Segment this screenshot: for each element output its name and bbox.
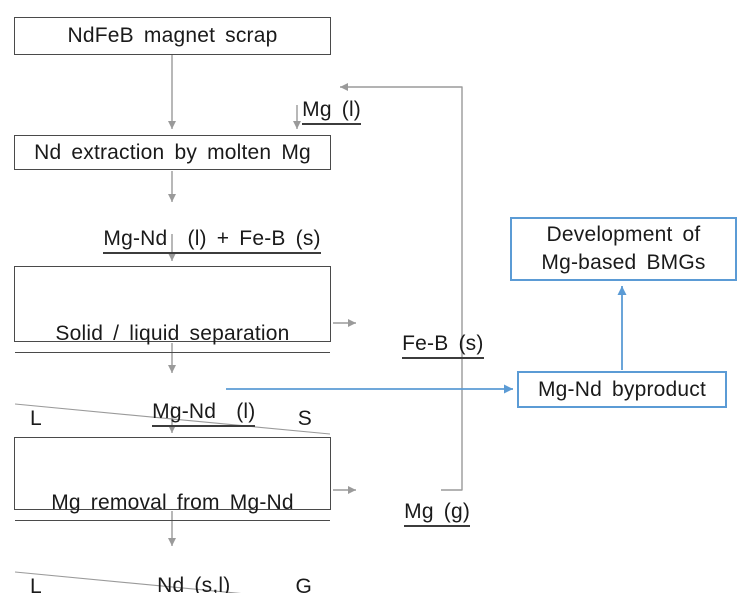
byproduct-label: Mg-Nd byproduct	[537, 377, 707, 401]
separation-title-row: Solid / liquid separation	[15, 315, 330, 353]
label-feb-solid: Fe-B (s)	[362, 308, 484, 383]
development-line1: Development of	[546, 223, 701, 246]
separation-liquid-label: L	[30, 407, 42, 430]
box-nd-extraction-label: Nd extraction by molten Mg	[34, 140, 311, 164]
box-development-mg-bmgs: Development of Mg-based BMGs	[510, 217, 737, 281]
separation-wedge-line	[15, 401, 330, 437]
separation-title: Solid / liquid separation	[55, 321, 290, 345]
label-mgnd-liquid-text: Mg-Nd (l)	[152, 400, 256, 427]
label-mgnd-liquid: Mg-Nd (l)	[112, 376, 256, 451]
removal-phase-row: L G	[15, 569, 330, 593]
label-feb-solid-text: Fe-B (s)	[402, 332, 484, 359]
removal-gas-label: G	[295, 575, 312, 593]
label-mgnd-feb-intermediate-text: Mg-Nd (l) + Fe-B (s)	[103, 227, 321, 254]
label-nd-product: Nd (s,l)	[117, 550, 230, 593]
separation-phase-row: L S	[15, 401, 330, 437]
removal-liquid-label: L	[30, 575, 42, 593]
label-mg-liquid: Mg (l)	[262, 74, 361, 149]
removal-wedge-line	[15, 569, 330, 593]
label-mg-gas-text: Mg (g)	[404, 500, 471, 527]
box-solid-liquid-separation: Solid / liquid separation L S	[14, 266, 331, 342]
box-ndfeb-magnet-scrap: NdFeB magnet scrap	[14, 17, 331, 55]
removal-title: Mg removal from Mg-Nd	[51, 491, 294, 514]
label-nd-product-text: Nd (s,l)	[157, 574, 230, 593]
label-mg-gas: Mg (g)	[364, 476, 471, 551]
arrow-mg-gas-recycle-to-mg-liquid	[340, 83, 463, 491]
removal-title-row: Mg removal from Mg-Nd	[15, 486, 330, 521]
label-mgnd-feb-intermediate: Mg-Nd (l) + Fe-B (s)	[52, 203, 332, 278]
box-mgnd-byproduct: Mg-Nd byproduct	[517, 371, 727, 408]
box-ndfeb-magnet-scrap-label: NdFeB magnet scrap	[67, 24, 278, 47]
development-line2: Mg-based BMGs	[541, 251, 706, 274]
separation-solid-label: S	[297, 407, 312, 430]
box-mg-removal: Mg removal from Mg-Nd L G	[14, 437, 331, 593]
box-nd-extraction: Nd extraction by molten Mg	[14, 135, 331, 170]
label-mg-liquid-text: Mg (l)	[302, 98, 361, 125]
